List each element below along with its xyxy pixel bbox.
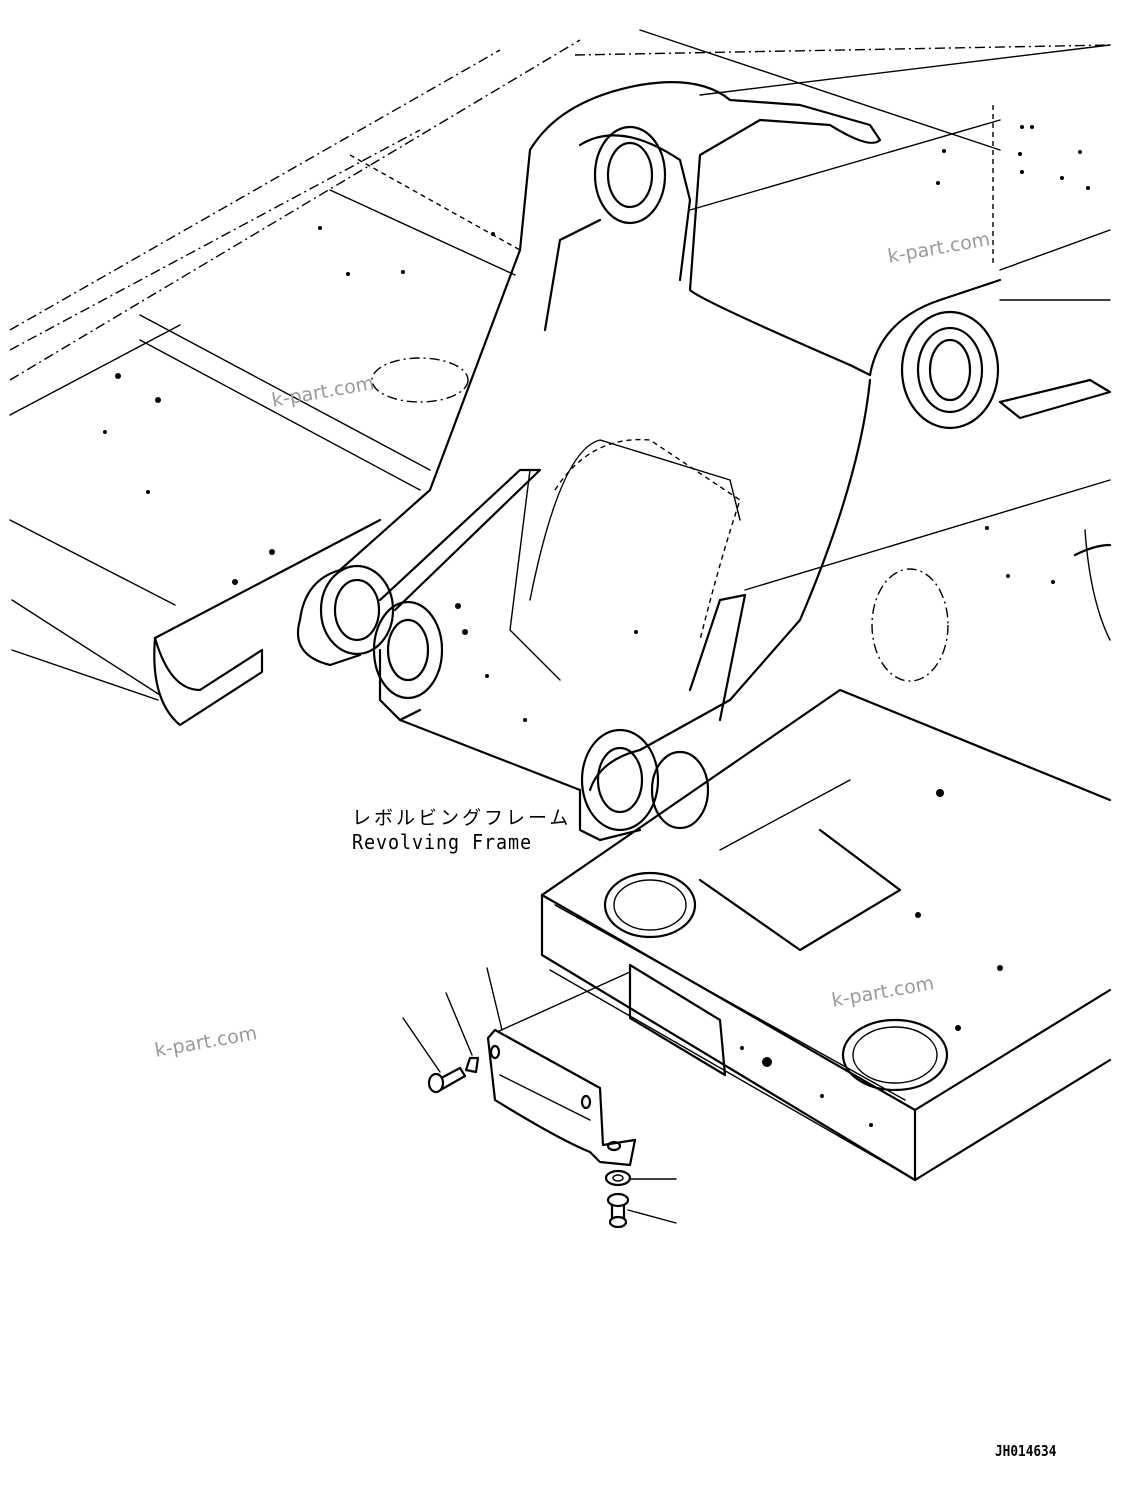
upper-deck	[574, 29, 1112, 641]
callout-leaders	[402, 967, 677, 1224]
frame-label-japanese: レボルビングフレーム	[352, 807, 572, 829]
leader-bolt-bottom	[627, 1209, 677, 1224]
leader-cover-plate	[486, 967, 503, 1031]
frame-label-english: Revolving Frame	[352, 830, 532, 854]
right-bracket	[578, 278, 1111, 842]
cover-assembly	[427, 971, 637, 1229]
boom-brackets	[296, 81, 882, 792]
leader-washer-left	[445, 992, 473, 1056]
leader-bolt-left	[402, 1017, 441, 1073]
rear-box	[540, 688, 1112, 1182]
left-deck	[9, 39, 581, 727]
drawing-code: JH014634	[995, 1442, 1057, 1460]
